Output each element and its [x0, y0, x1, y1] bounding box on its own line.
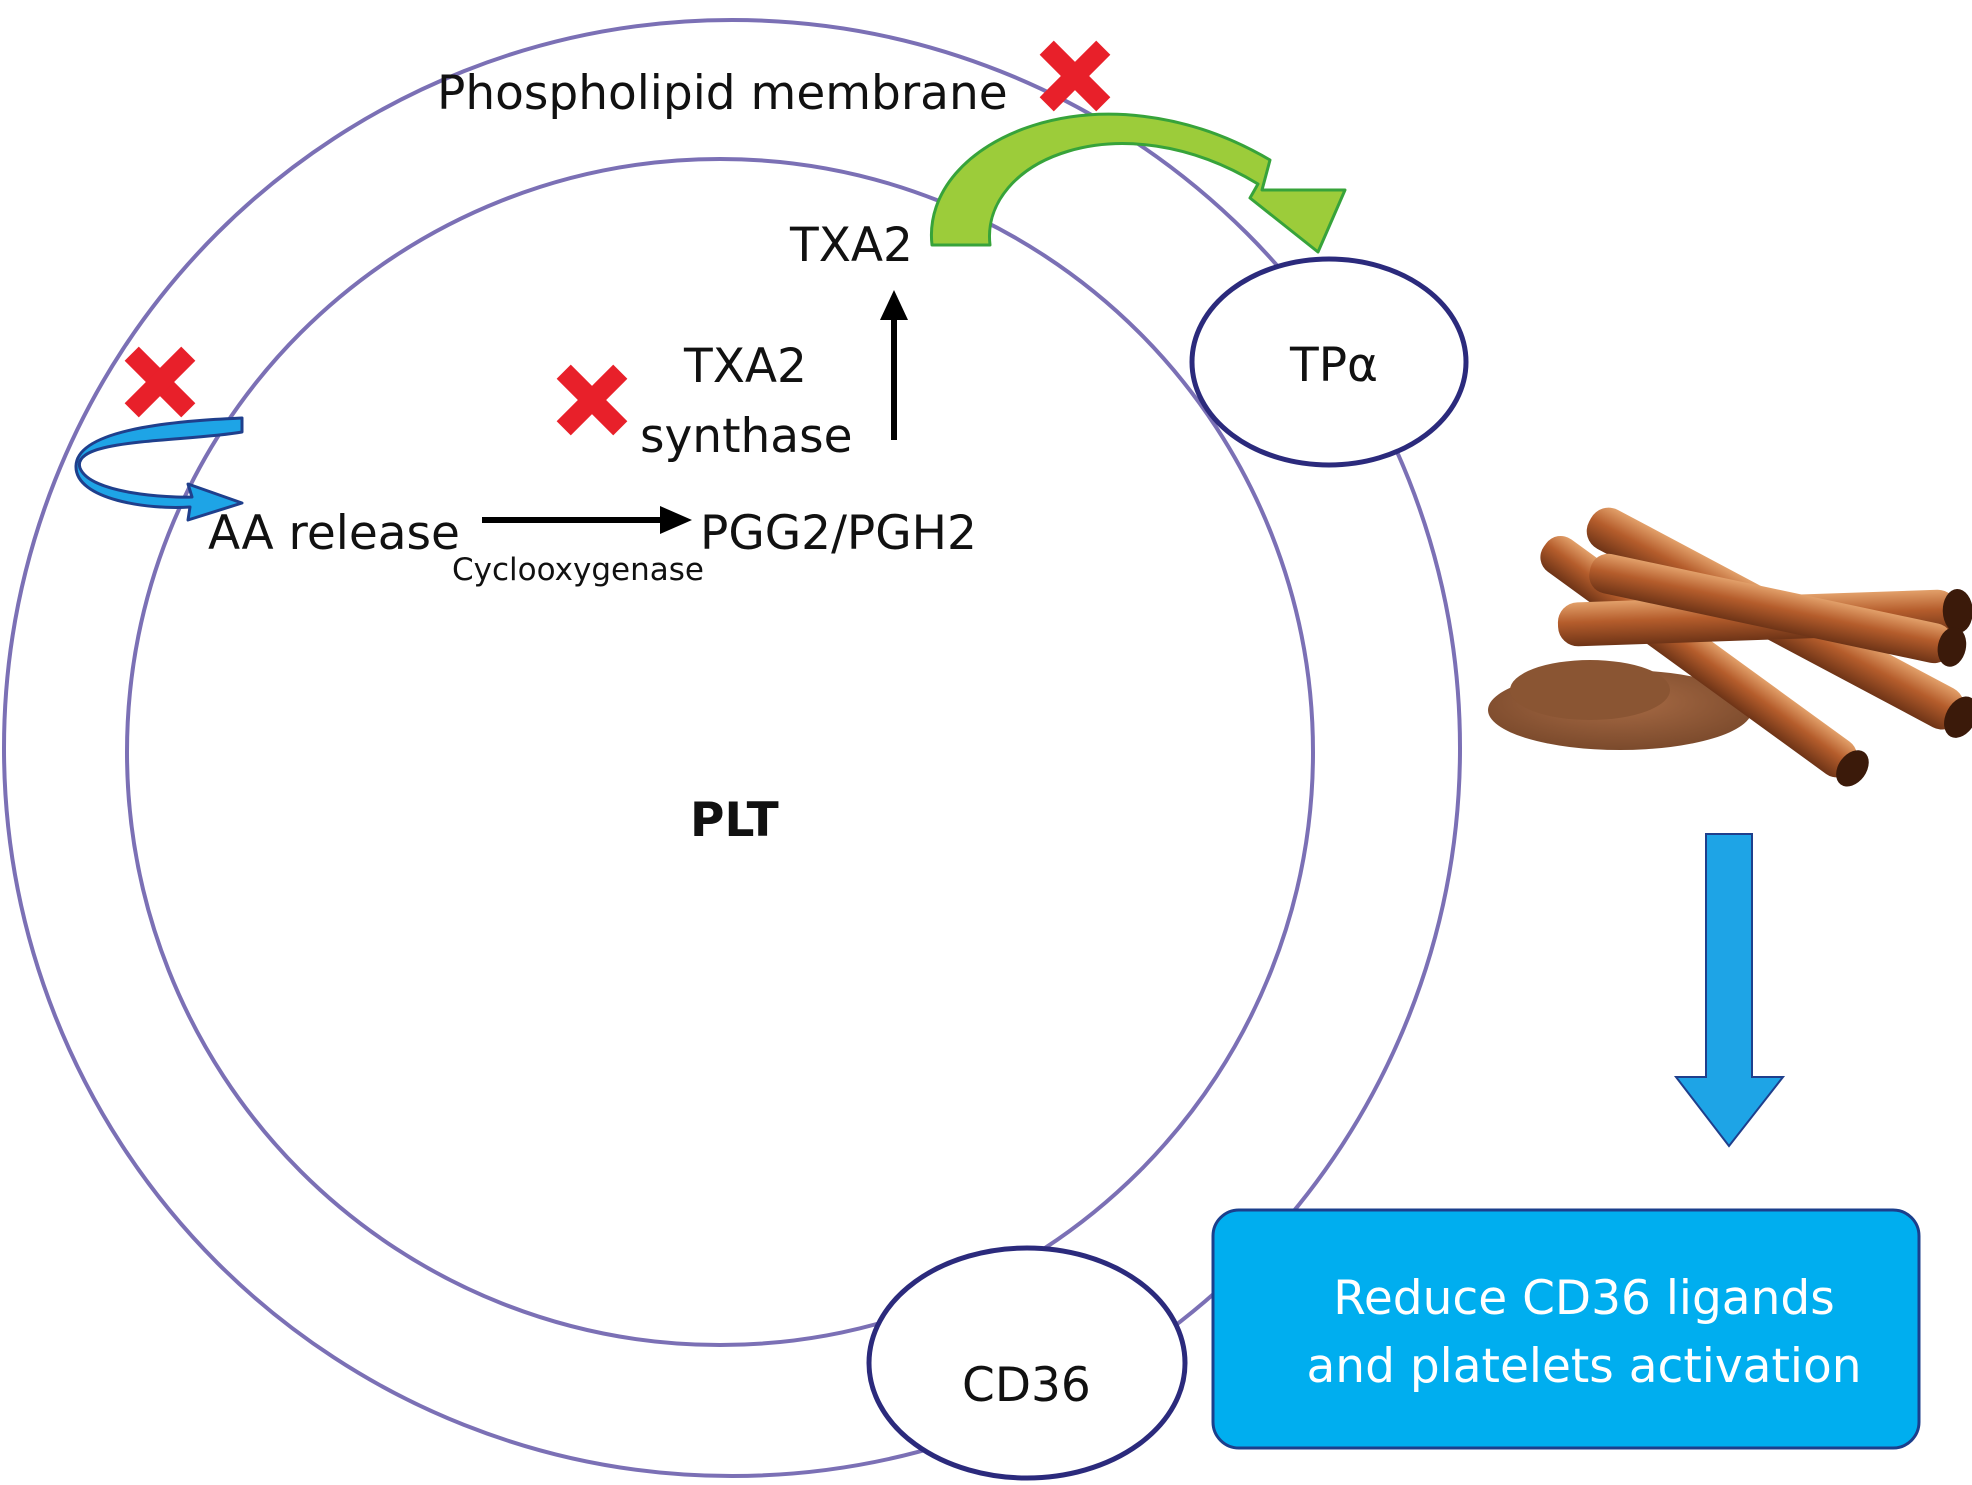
inner-membrane [125, 157, 1315, 1347]
tp-alpha-label: TPα [1290, 338, 1379, 393]
result-box [1211, 1208, 1921, 1450]
synthase-arrow-head [880, 290, 908, 320]
cinnamon-sticks-image [1488, 507, 1972, 787]
plt-label: PLT [690, 793, 779, 848]
aa-release-label: AA release [208, 506, 460, 561]
cd36-receptor [866, 1245, 1188, 1481]
result-line-2: and platelets activation [1306, 1339, 1862, 1395]
txa2-label: TXA2 [790, 218, 913, 273]
result-text: Reduce CD36 ligands and platelets activa… [1213, 1265, 1955, 1401]
cyclooxygenase-label: Cyclooxygenase [452, 552, 704, 588]
pgg2-pgh2-label: PGG2/PGH2 [700, 506, 977, 561]
tp-alpha-receptor [1189, 256, 1469, 468]
red-x-icon [556, 364, 628, 436]
cd36-label: CD36 [962, 1358, 1091, 1413]
txa2-synthase-label-line2: synthase [640, 409, 853, 464]
cyclooxygenase-arrow-head [660, 506, 692, 534]
outer-membrane [2, 18, 1462, 1478]
phospholipid-membrane-label: Phospholipid membrane [437, 66, 1008, 121]
green-curved-arrow [930, 112, 1347, 254]
result-line-1: Reduce CD36 ligands [1333, 1271, 1835, 1326]
blue-curved-arrow [74, 416, 244, 522]
blue-down-arrow [1673, 833, 1786, 1148]
red-x-icon [1039, 40, 1111, 112]
red-x-icon [124, 346, 196, 418]
txa2-synthase-label-line1: TXA2 [684, 339, 807, 394]
